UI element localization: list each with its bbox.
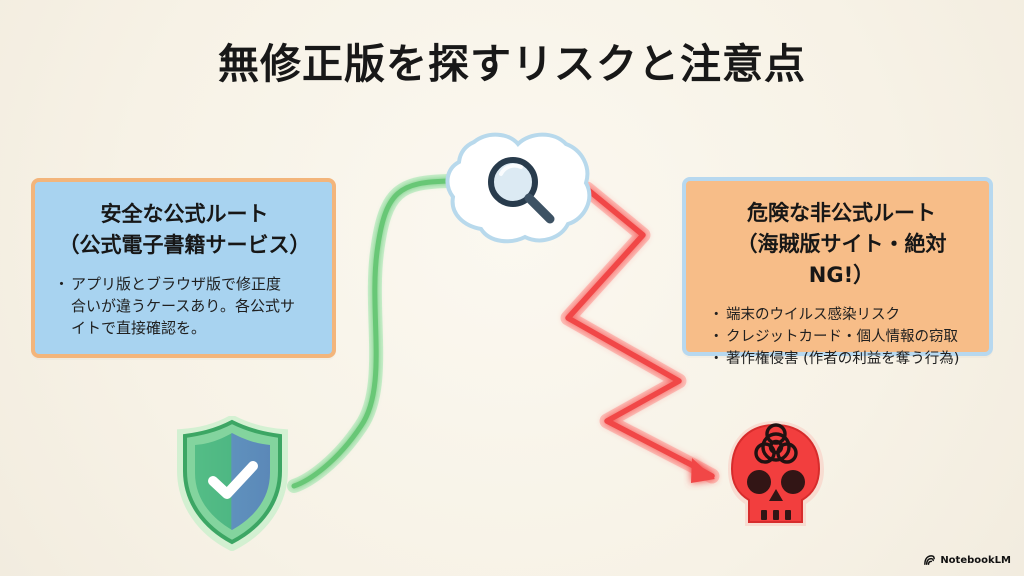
danger-destination [726, 417, 826, 532]
danger-route-path [565, 186, 715, 479]
safe-shield [177, 414, 288, 552]
left-eye-socket [747, 470, 771, 494]
safe-route-line-3: イトで直接確認を。 [71, 319, 207, 337]
magnifying-glass-icon [445, 132, 592, 244]
safe-route-title: 安全な公式ルート （公式電子書籍サービス） [57, 199, 312, 261]
notebooklm-logo-icon [924, 554, 936, 565]
tooth-1 [761, 510, 767, 520]
danger-route-title-line2: （海賊版サイト・絶対NG!） [736, 232, 947, 287]
danger-risk-item: 著作権侵害 (作者の利益を奪う行為) [709, 348, 971, 370]
safe-route-title-line2: （公式電子書籍サービス） [58, 233, 311, 257]
danger-risk-item: クレジットカード・個人情報の窃取 [709, 326, 971, 348]
nose [769, 489, 783, 501]
shield-glow [177, 414, 288, 552]
search-hub [443, 126, 594, 246]
biohazard-skull-icon [728, 421, 824, 526]
safe-route-line-2: 合いが違うケースあり。各公式サ [71, 297, 295, 315]
safe-route-line-1: アプリ版とブラウザ版で修正度 [54, 273, 312, 295]
shield-checkmark [208, 461, 258, 499]
danger-route-arrowhead [691, 458, 715, 483]
danger-route-risk-list: 端末のウイルス感染リスク クレジットカード・個人情報の窃取 著作権侵害 (作者の… [709, 304, 971, 370]
safe-route-title-line1: 安全な公式ルート [100, 202, 269, 226]
danger-route-title: 危険な非公式ルート （海賊版サイト・絶対NG!） [712, 198, 971, 291]
tooth-3 [785, 510, 791, 520]
page-title: 無修正版を探すリスクと注意点 [218, 40, 806, 88]
danger-route-title-line1: 危険な非公式ルート [747, 201, 936, 225]
notebooklm-watermark: NotebookLM [923, 552, 1011, 568]
safe-route-body: アプリ版とブラウザ版で修正度 合いが違うケースあり。各公式サ イトで直接確認を。 [54, 273, 312, 339]
biohazard-symbol [754, 423, 798, 464]
tooth-2 [773, 510, 779, 520]
search-handle [524, 193, 555, 224]
shield-check-icon [177, 414, 288, 552]
skull-body [730, 423, 821, 523]
danger-risk-item: 端末のウイルス感染リスク [709, 304, 971, 326]
brand-label: NotebookLM [940, 554, 1011, 566]
safe-route-card: 安全な公式ルート （公式電子書籍サービス） アプリ版とブラウザ版で修正度 合いが… [31, 178, 336, 358]
right-eye-socket [781, 470, 805, 494]
safe-route-path [291, 178, 453, 489]
danger-route-card: 危険な非公式ルート （海賊版サイト・絶対NG!） 端末のウイルス感染リスク クレ… [682, 177, 993, 370]
search-lens-shine [499, 163, 523, 176]
